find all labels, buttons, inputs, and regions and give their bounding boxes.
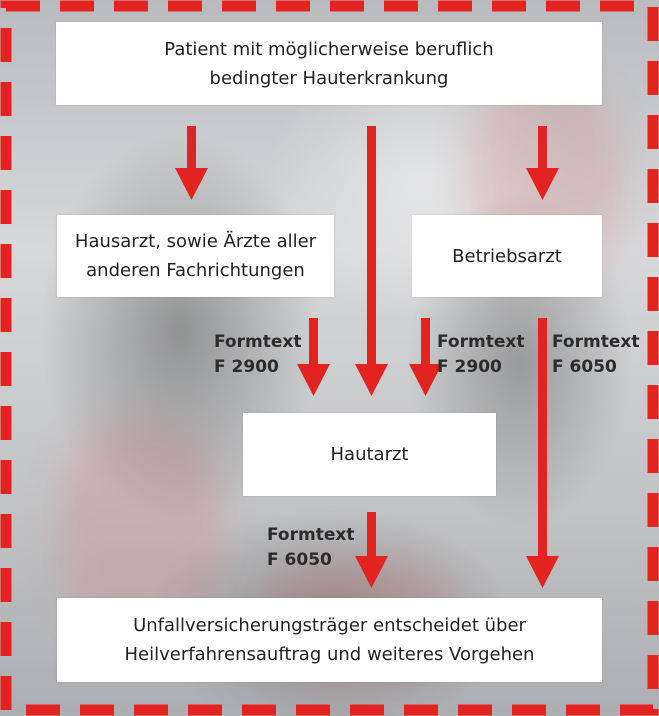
label-betriebsarzt-to-hautarzt: Formtext F 2900 bbox=[437, 330, 524, 380]
box-hausarzt-text: Hausarzt, sowie Ärzte aller anderen Fach… bbox=[75, 227, 316, 285]
arrow-hausarzt-to-hautarzt bbox=[297, 318, 330, 396]
label-hausarzt-to-hautarzt: Formtext F 2900 bbox=[214, 330, 301, 380]
box-unfallversicherung-text: Unfallversicherungsträger entscheidet üb… bbox=[125, 611, 535, 669]
label-betriebsarzt-to-unfall: Formtext F 6050 bbox=[552, 330, 639, 380]
box-betriebsarzt-text: Betriebsarzt bbox=[452, 242, 562, 271]
arrow-patient-to-hausarzt bbox=[175, 126, 208, 200]
box-hautarzt-text: Hautarzt bbox=[331, 440, 409, 469]
box-unfallversicherung: Unfallversicherungsträger entscheidet üb… bbox=[57, 598, 602, 682]
box-patient-text: Patient mit möglicherweise beruflich bed… bbox=[164, 35, 493, 93]
box-hausarzt: Hausarzt, sowie Ärzte aller anderen Fach… bbox=[57, 215, 334, 297]
box-betriebsarzt: Betriebsarzt bbox=[412, 215, 602, 297]
box-patient: Patient mit möglicherweise beruflich bed… bbox=[56, 22, 602, 105]
arrow-patient-to-hautarzt bbox=[355, 126, 388, 396]
box-hautarzt: Hautarzt bbox=[243, 413, 496, 496]
label-hautarzt-to-unfall: Formtext F 6050 bbox=[267, 523, 354, 573]
arrow-patient-to-betriebsarzt bbox=[526, 126, 559, 200]
arrow-hautarzt-to-unfall bbox=[355, 512, 388, 588]
